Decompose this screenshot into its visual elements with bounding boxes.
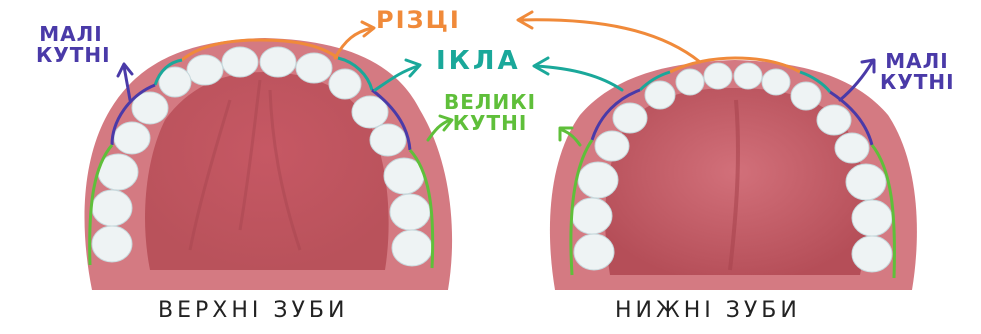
tooth [222,47,258,77]
tooth [595,131,629,161]
lower-arch [550,58,917,290]
tooth [762,69,790,95]
tooth [704,63,732,89]
tooth [791,82,821,110]
label-canines: ІКЛА [436,48,521,75]
tooth [370,124,406,156]
caption-lower-teeth: НИЖНІ ЗУБИ [615,299,801,322]
label-small-molars-upper: МАЛІ КУТНІ [36,24,106,66]
tooth [296,53,332,83]
label-large-molars-line2: КУТНІ [434,113,546,134]
label-small-molars-lower: МАЛІ КУТНІ [880,51,954,93]
label-small-molars-lower-line2: КУТНІ [880,72,954,93]
tooth [329,69,361,99]
label-small-molars-lower-line1: МАЛІ [880,51,954,72]
tooth [187,55,223,85]
label-large-molars-line1: ВЕЛИКІ [434,92,546,113]
tooth [846,164,886,200]
tooth [92,226,132,262]
tooth [734,63,762,89]
upper-palate [145,72,389,270]
tooth [645,81,675,109]
arrow-canines-lower [536,66,622,90]
tooth [390,194,430,230]
tooth [578,162,618,198]
tooth [114,122,150,154]
tooth [260,47,296,77]
arrow-incisors-lower [520,20,700,62]
tooth [817,105,851,135]
tooth [574,234,614,270]
tooth [392,230,432,266]
label-incisors: РІЗЦІ [376,8,461,33]
tooth [852,236,892,272]
tooth [835,133,869,163]
label-small-molars-upper-line2: КУТНІ [36,45,106,66]
tooth [852,200,892,236]
tooth [613,103,647,133]
label-small-molars-upper-line1: МАЛІ [36,24,106,45]
tooth [92,190,132,226]
label-large-molars: ВЕЛИКІ КУТНІ [434,92,546,134]
caption-upper-teeth: ВЕРХНІ ЗУБИ [158,299,348,322]
tooth [676,69,704,95]
tooth [572,198,612,234]
